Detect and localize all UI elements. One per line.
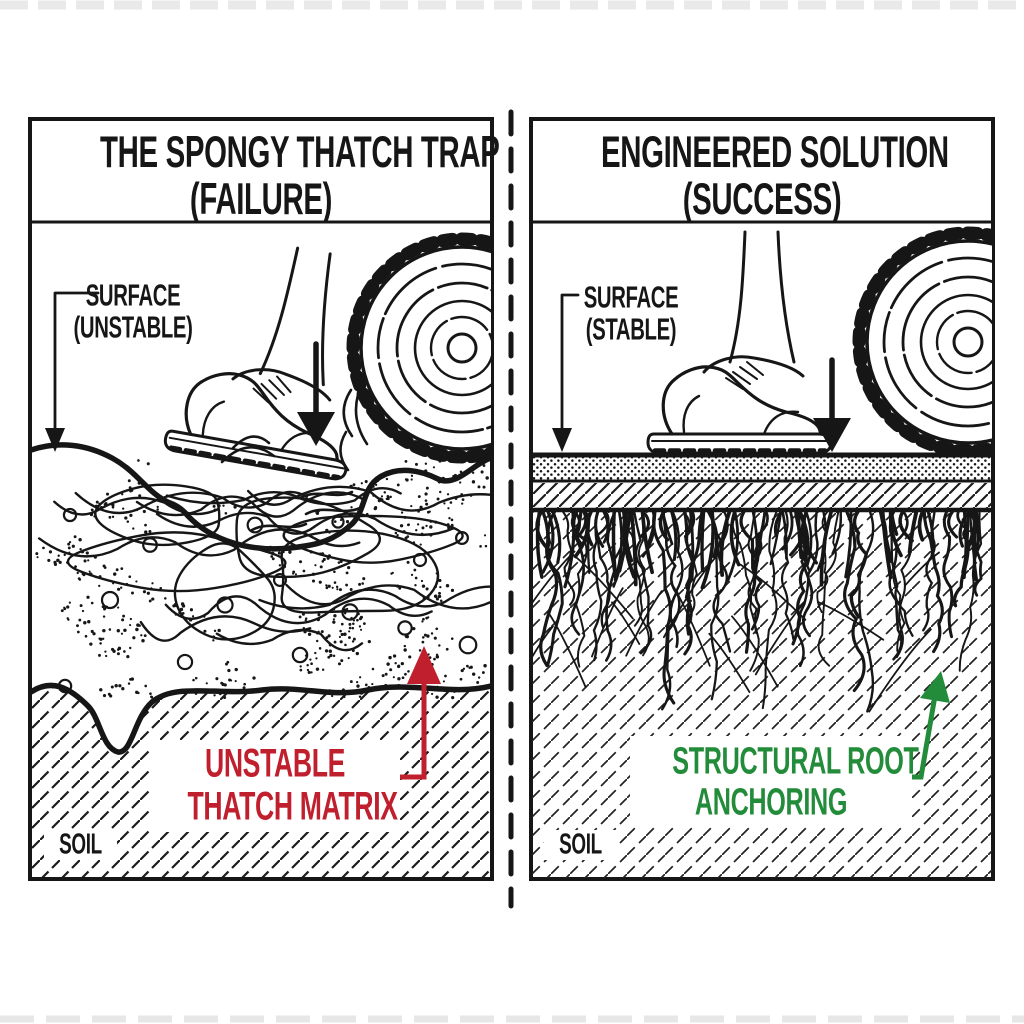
turf-stipple-band (532, 457, 992, 480)
reinforced-layer-band (532, 483, 992, 509)
thatch-matrix-tangle (35, 459, 491, 700)
left-panel-title: THE SPONGY THATCH TRAP (FAILURE) (100, 126, 500, 224)
unstable-thatch-matrix-callout: UNSTABLE THATCH MATRIX (150, 740, 400, 832)
thatch-matrix-arrow (392, 646, 441, 780)
down-force-arrow-right (813, 357, 851, 452)
tire-standing-icon (859, 233, 1024, 451)
down-force-arrow-left (297, 341, 335, 446)
surface-pointer-arrow-right (552, 293, 580, 452)
structural-root-zone (532, 510, 983, 713)
right-panel-title: ENGINEERED SOLUTION (SUCCESS) (601, 126, 949, 224)
stable-surface-lines (532, 452, 992, 513)
surface-pointer-arrow-left (45, 291, 100, 452)
structural-root-anchoring-callout: STRUCTURAL ROOT ANCHORING (630, 736, 919, 826)
instability-wave-marks (220, 376, 369, 532)
surface-unstable-label: SURFACE (UNSTABLE) (73, 278, 193, 345)
unstable-surface-line (31, 442, 491, 552)
soil-label-left: SOIL (44, 828, 118, 860)
soil-label-right: SOIL (544, 828, 618, 860)
thatch-soil-boundary (31, 682, 491, 755)
right-panel-illustration (532, 232, 1024, 878)
surface-stable-label: SURFACE (STABLE) (583, 280, 679, 347)
